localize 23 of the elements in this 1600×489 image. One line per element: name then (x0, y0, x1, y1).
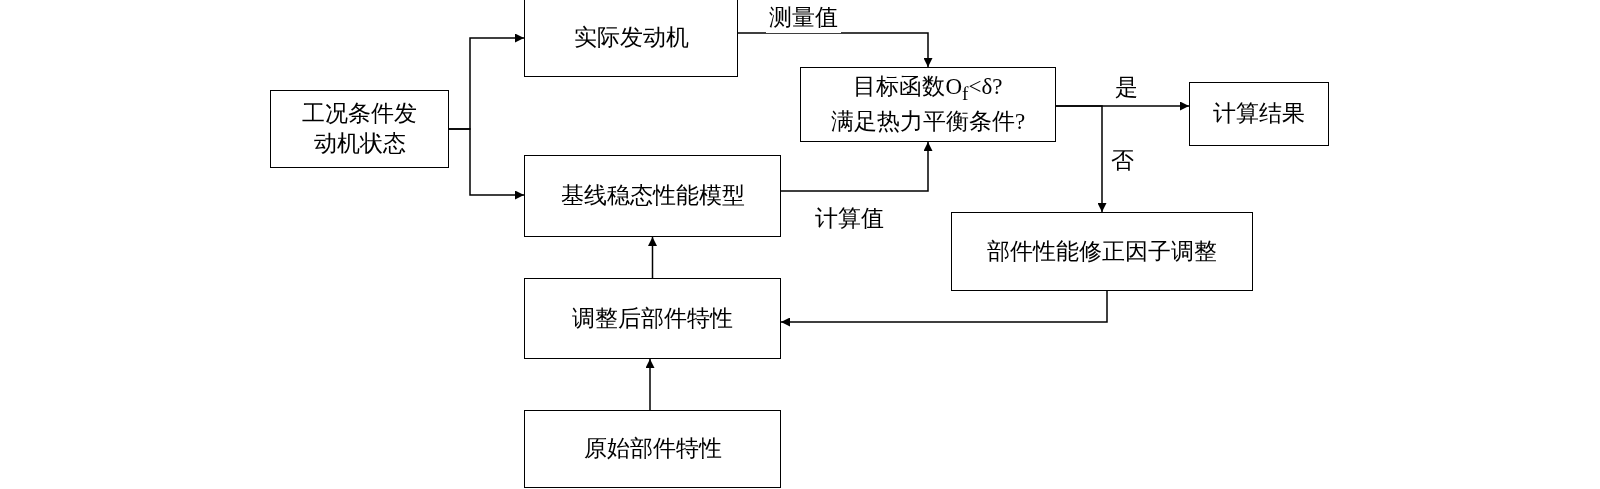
process-box (800, 67, 1056, 142)
box-text: 基线稳态性能模型 (559, 182, 746, 211)
box-text: 工况条件发动机状态 (301, 100, 418, 158)
process-box (524, 155, 781, 237)
arrow (448, 128, 525, 200)
arrow (648, 236, 657, 279)
box-text: 部件性能修正因子调整 (986, 237, 1218, 266)
arrow (737, 32, 933, 68)
arrow (1055, 105, 1107, 213)
box-text: 调整后部件特性 (571, 304, 734, 333)
box-text: 实际发动机 (572, 23, 690, 52)
process-box (524, 278, 781, 359)
arrow (780, 290, 1108, 327)
process-box (524, 0, 738, 77)
process-box (951, 212, 1253, 291)
process-box (270, 90, 449, 168)
arrow (645, 358, 655, 411)
box-text: 计算结果 (1212, 100, 1306, 129)
arrow (780, 141, 933, 192)
box-text: 目标函数O$_{f}$<δ? 满足热力平衡条件? (829, 73, 1027, 136)
process-box (524, 410, 781, 488)
process-box (1189, 82, 1329, 146)
box-text: 原始部件特性 (582, 435, 723, 464)
